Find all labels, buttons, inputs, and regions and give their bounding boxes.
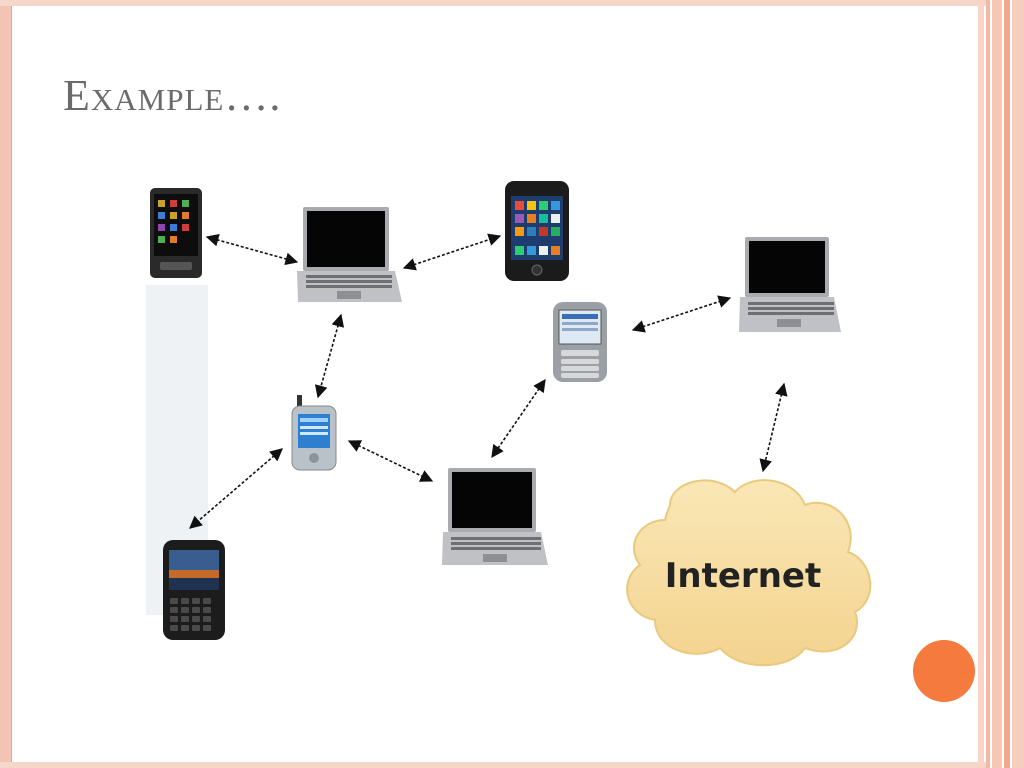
link-pda-blackberry (189, 448, 283, 529)
internet-cloud: Internet (626, 479, 872, 667)
palm-treo-icon (553, 302, 607, 382)
blackberry-icon (163, 540, 225, 640)
link-treo-laptop2 (631, 295, 732, 333)
pda-icon (291, 395, 337, 471)
bottom-border (0, 762, 990, 768)
right-decorative-stripes (978, 0, 1024, 768)
link-phone1-laptop1 (205, 233, 299, 266)
laptop-icon (739, 237, 841, 332)
link-laptop1-pda (314, 313, 345, 399)
laptop-icon (297, 207, 402, 302)
slide-title: Example…. (63, 71, 282, 120)
decorative-orange-circle (913, 640, 975, 702)
touch-phone-icon (150, 188, 202, 278)
link-laptop1-iphone (402, 233, 502, 271)
smartphone-icon (505, 181, 569, 281)
link-laptop2-internet (759, 382, 788, 473)
laptop-icon (442, 468, 548, 565)
top-border (0, 0, 990, 6)
link-pda-laptop3 (347, 440, 434, 482)
internet-label: Internet (665, 556, 821, 596)
link-treo-laptop3 (491, 378, 546, 459)
left-border (0, 0, 12, 768)
